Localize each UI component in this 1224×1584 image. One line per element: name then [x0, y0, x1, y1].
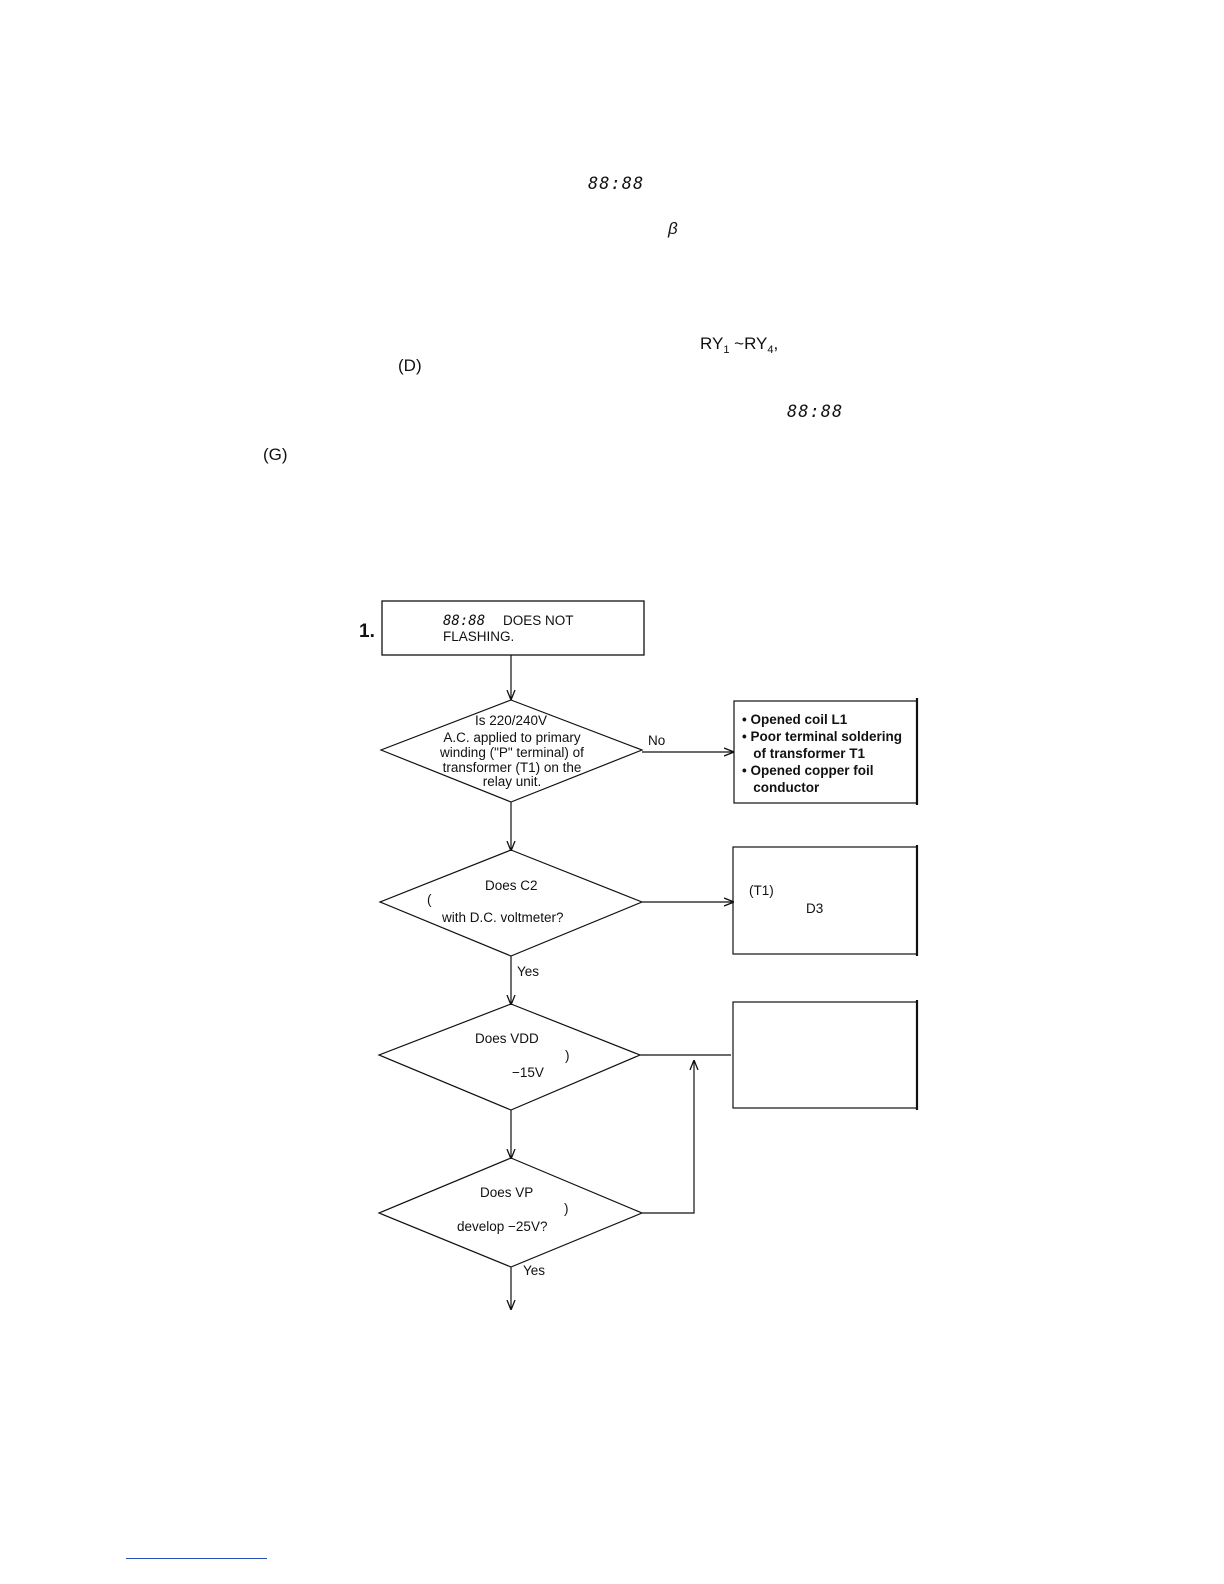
result-box-3	[732, 1001, 918, 1109]
start-box-display: 88:88	[443, 613, 485, 629]
relay-sub-4: 4	[767, 344, 774, 356]
decision2-line3: with D.C. voltmeter?	[441, 910, 564, 925]
decision3-line1: Does VDD	[475, 1031, 539, 1046]
relay-sub-1: 1	[723, 344, 730, 356]
decision4-line2: )	[564, 1201, 569, 1216]
decision1-line3: winding ("P" terminal) of	[439, 745, 584, 760]
decision1-no-label: No	[648, 733, 665, 748]
label-d: (D)	[398, 356, 422, 375]
decision3-line3: −15V	[512, 1065, 544, 1080]
decision4-line3: develop −25V?	[457, 1219, 547, 1234]
decision1-line1: Is 220/240V	[475, 713, 547, 728]
decision1-line2: A.C. applied to primary	[443, 730, 581, 745]
decision4-line1: Does VP	[480, 1185, 533, 1200]
result1-item4: • Opened copper foil	[742, 763, 874, 778]
result1-item3: of transformer T1	[742, 746, 866, 761]
result-box-2	[732, 846, 918, 955]
result2-line1: (T1)	[749, 883, 774, 898]
decision-vp-voltage	[377, 1157, 644, 1268]
decision2-line2: (	[427, 892, 432, 907]
result1-item1: • Opened coil L1	[742, 712, 848, 727]
label-g: (G)	[263, 445, 288, 464]
relay-range-label: RY1 ~RY4,	[700, 334, 779, 356]
connector-d4-no	[642, 1061, 694, 1214]
display-readout-2: 88:88	[787, 402, 844, 422]
relay-tilde: ~RY	[729, 334, 768, 353]
decision3-line2: )	[565, 1048, 570, 1063]
result1-item2: • Poor terminal soldering	[742, 729, 902, 744]
decision1-line4: transformer (T1) on the	[443, 760, 582, 775]
decision2-line1: Does C2	[485, 878, 538, 893]
decision-vdd-voltage	[377, 1003, 642, 1111]
decision1-line5: relay unit.	[483, 774, 542, 789]
start-box	[381, 600, 645, 656]
footer-rule	[126, 1558, 267, 1559]
result1-item5: conductor	[742, 780, 820, 795]
start-box-line2: FLASHING.	[443, 629, 514, 644]
beta-symbol: β	[668, 219, 678, 238]
relay-comma: ,	[773, 334, 779, 353]
start-box-line1: DOES NOT	[503, 613, 574, 628]
result2-line2: D3	[806, 901, 823, 916]
step-number: 1.	[359, 621, 375, 642]
decision4-yes-label: Yes	[523, 1263, 545, 1278]
display-readout-1: 88:88	[588, 174, 645, 194]
relay-ry-label: RY	[700, 334, 724, 353]
decision2-yes-label: Yes	[517, 964, 539, 979]
decision-c2-voltage	[378, 849, 644, 957]
